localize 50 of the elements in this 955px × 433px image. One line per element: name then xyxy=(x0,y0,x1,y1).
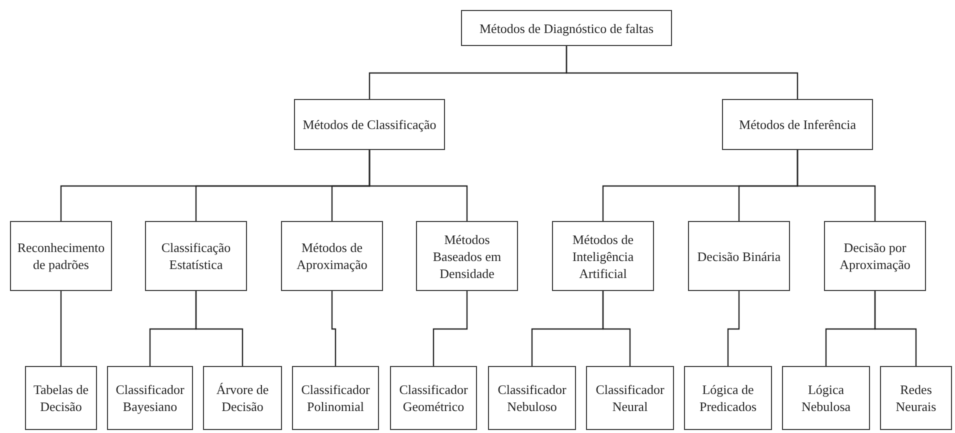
category-box xyxy=(461,10,672,46)
category-box xyxy=(684,366,772,430)
box-label: Classificador Geométrico xyxy=(398,381,469,415)
category-box xyxy=(292,366,379,430)
category-box xyxy=(25,366,97,430)
category-box xyxy=(107,366,193,430)
box-label: Métodos de Inferência xyxy=(739,116,856,133)
category-box xyxy=(586,366,674,430)
box-label: Classificador Bayesiano xyxy=(114,381,186,415)
category-box xyxy=(880,366,952,430)
category-box xyxy=(416,221,518,291)
connector-line xyxy=(432,291,468,366)
connector-line xyxy=(195,291,244,366)
box-label: Classificação Estatística xyxy=(160,239,232,273)
category-box xyxy=(294,99,445,150)
connector-line xyxy=(331,291,336,366)
box-label: Reconhecimento de padrões xyxy=(16,239,106,273)
box-label: Decisão Binária xyxy=(697,248,781,264)
category-box xyxy=(145,221,247,291)
category-box xyxy=(390,366,477,430)
box-label: Classificador Neural xyxy=(594,381,666,415)
box-label: Métodos de Inteligência Artificial xyxy=(571,230,635,282)
category-box xyxy=(488,366,576,430)
category-box xyxy=(824,221,926,291)
box-label: Árvore de Decisão xyxy=(215,381,270,415)
category-box xyxy=(688,221,790,291)
box-label: Métodos Baseados em Densidade xyxy=(432,230,502,282)
box-label: Tabelas de Decisão xyxy=(32,381,90,415)
box-label: Decisão por Aproximação xyxy=(838,239,912,273)
connector-line xyxy=(796,150,876,221)
connector-line xyxy=(874,291,917,366)
connector-line xyxy=(60,291,62,366)
category-box xyxy=(722,99,873,150)
box-label: Métodos de Aproximação xyxy=(296,239,368,273)
connector-line xyxy=(368,150,468,221)
category-box xyxy=(203,366,282,430)
category-box xyxy=(552,221,654,291)
box-label: Lógica Nebulosa xyxy=(800,381,852,415)
box-label: Lógica de Predicados xyxy=(698,381,758,415)
connector-line xyxy=(727,291,740,366)
box-label: Classificador Polinomial xyxy=(300,381,371,415)
box-label: Métodos de Diagnóstico de faltas xyxy=(479,20,654,36)
category-box xyxy=(782,366,870,430)
connector-line xyxy=(602,291,631,366)
box-label: Redes Neurais xyxy=(894,381,938,415)
category-box xyxy=(10,221,112,291)
connector-line xyxy=(566,46,798,99)
box-label: Métodos de Classificação xyxy=(302,116,436,133)
category-box xyxy=(281,221,383,291)
box-label: Classificador Nebuloso xyxy=(496,381,568,415)
